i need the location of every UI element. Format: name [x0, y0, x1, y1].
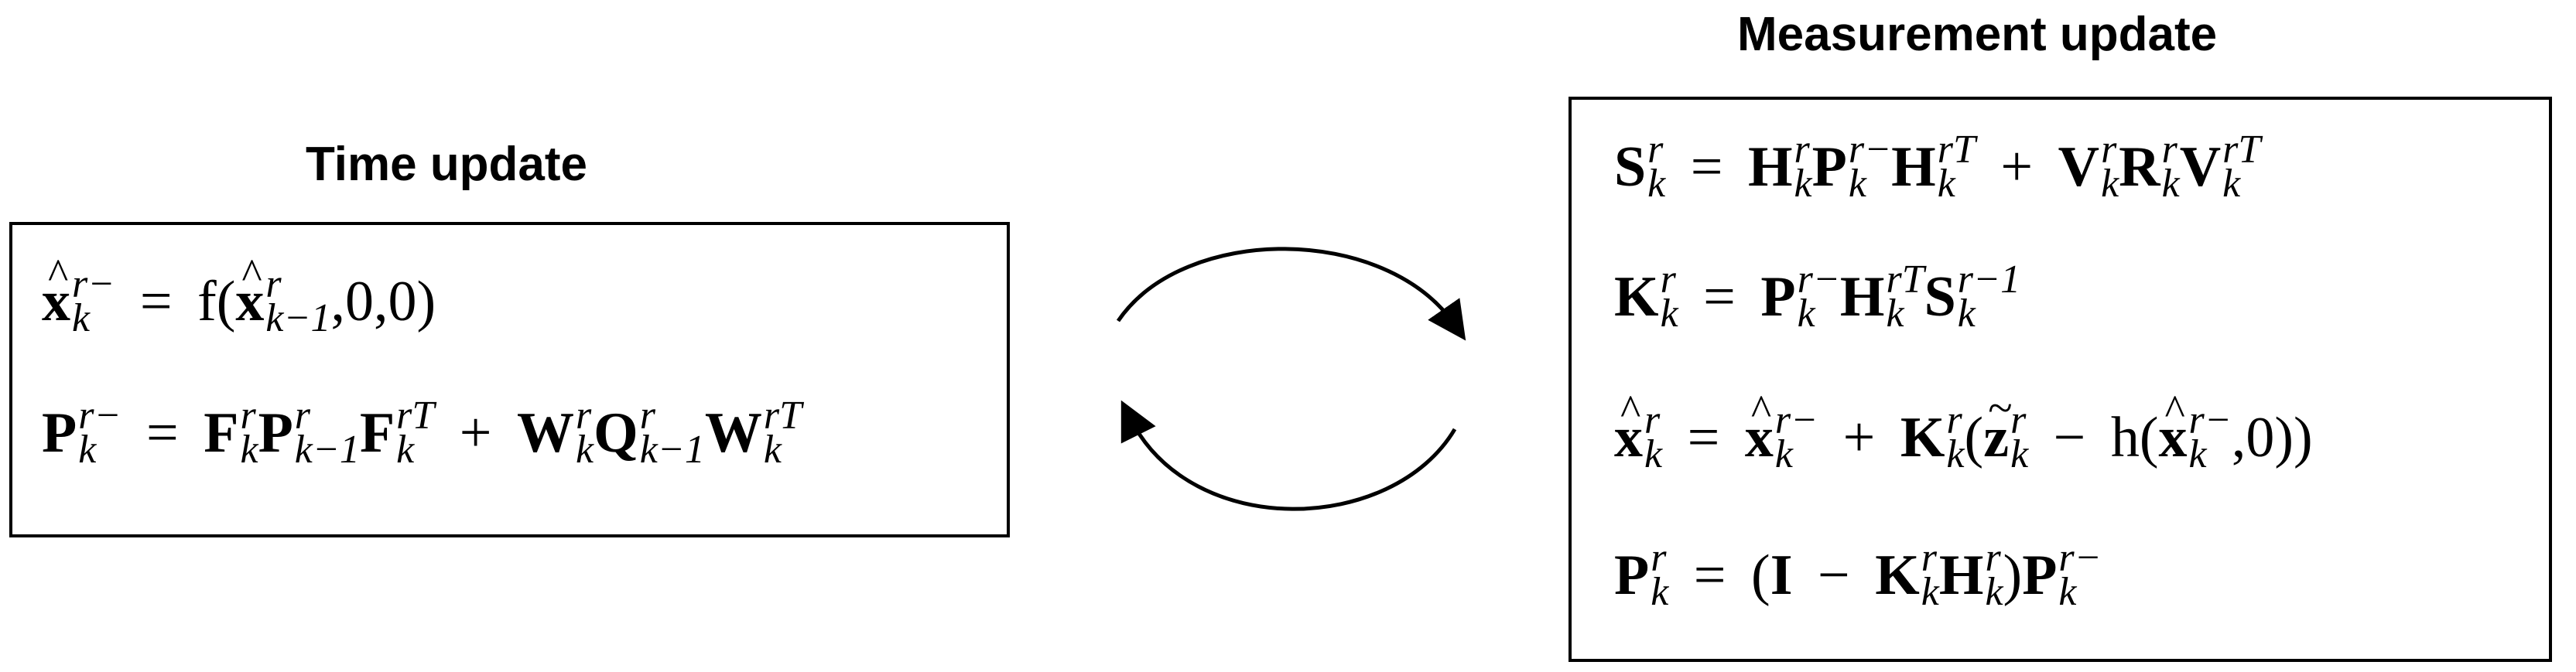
cycle-arrows — [1116, 247, 1466, 511]
arrow-to-time — [1120, 400, 1457, 511]
arrow-to-measurement — [1116, 247, 1466, 341]
measurement-update-heading: Measurement update — [1737, 8, 2218, 61]
time-update-heading: Time update — [306, 138, 588, 191]
